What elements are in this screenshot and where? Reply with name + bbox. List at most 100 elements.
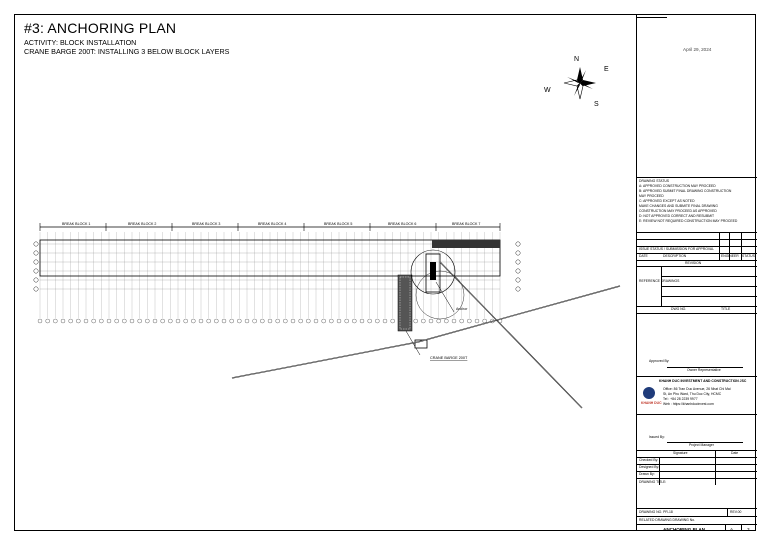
row-marker [33,250,39,256]
drawn-by-label: Drawn By: [639,472,655,476]
block-label-6: BREAK BLOCK 6 [388,222,416,226]
grid-column-marker [252,318,257,324]
grid-column-marker [482,318,487,324]
activity-subtitle: ACTIVITY: BLOCK INSTALLATION [24,38,137,47]
block-label-1: BREAK BLOCK 1 [62,222,90,226]
grid-column-marker [229,318,234,324]
grid-column-marker [275,318,280,324]
company-logo-text: KHANH DUC [641,401,662,405]
ref-grid-h2 [661,286,757,287]
rev-header-status: STATUS [742,254,755,258]
approved-sign-line [667,367,743,368]
sig-header-date: Date [731,451,739,455]
block-dimension-line: BREAK BLOCK 1 BREAK BLOCK 2 BREAK BLOCK … [39,222,501,231]
sheet-divider-v1 [725,524,726,531]
title-block-top-tick [637,17,667,18]
sheet-title: ANCHORING PLAN [663,527,706,532]
grid-column-marker [152,318,158,324]
company-tel: Tel : +84 28 2239 9977 [663,397,698,401]
related-drawing: RELATED DRAWING DRAWING No. [639,518,696,522]
grid-column-marker [382,318,388,324]
status-line-c: C: APPROVED EXCEPT AS NOTED [639,199,695,203]
company-divider-top [637,376,757,377]
drawing-number: DRAWING NO. PR-18 [639,510,673,514]
company-address-1: Office: 86 Tran Duc Avenue, 26 Nhat Chi … [663,387,731,391]
ref-grid-h3 [661,296,757,297]
block-layer-outline [39,239,501,277]
grid-column-marker [137,318,142,324]
rev-header-engineer: ENGINEER [721,254,739,258]
sheet-divider-v2 [741,524,742,531]
grid-column-marker [168,318,173,324]
dwgno-divider-v [727,508,728,516]
grid-column-marker [367,318,372,324]
grid-column-marker [206,318,211,324]
status-line-b2: MAY PROCEED [639,194,664,198]
block-label-7: BREAK BLOCK 7 [452,222,480,226]
grid-column-marker [37,318,43,324]
grid-column-marker [244,318,250,324]
grid-column-marker [344,318,349,324]
grid-column-marker [129,318,135,324]
reference-drawings-label: REFERENCE DRAWINGS [639,279,680,283]
row-marker [33,268,39,274]
company-name: KHANH DUC INVESTMENT AND CONSTRUCTION JS… [659,379,747,383]
row-marker [33,286,39,292]
grid-column-marker [260,318,265,324]
compass-s: S [594,101,599,108]
grid-column-marker [413,318,418,324]
drawing-sheet-border [14,14,756,531]
block-label-5: BREAK BLOCK 5 [324,222,352,226]
status-line-c3: CONSTRUCTION MAY PROCEED AS APPROVED [639,209,717,213]
block-label-4: BREAK BLOCK 4 [258,222,286,226]
grid-column-marker [114,318,119,324]
approved-by-label: Approved By: [649,359,670,363]
row-marker [515,277,521,283]
grid-column-marker [83,318,89,324]
grid-column-marker [313,318,319,324]
approved-role: Owner Representative [687,368,721,372]
grid-column-marker [359,318,365,324]
ref-grid-h1 [661,276,757,277]
grid-column-marker [390,318,395,324]
grid-column-marker [467,318,472,324]
grid-column-marker [175,318,181,324]
divider-status-top [637,177,757,178]
company-address-2: St, An Phu Ward, Thu Duc City, HCMC [663,392,722,396]
grid-column-marker [444,318,449,324]
row-markers [33,241,521,292]
rev-header-date: DATE [639,254,648,258]
sheet-size: A [730,527,734,532]
rev-grid-h2 [637,246,757,247]
sig-grid-h2 [637,464,757,465]
drawing-title-label: DRAWING TITLE: [639,480,667,484]
block-label-3: BREAK BLOCK 3 [192,222,220,226]
compass-n: N [574,56,579,63]
grid-column-marker [336,318,342,324]
grid-column-marker [298,318,303,324]
placed-block-strip [432,240,500,248]
grid-column-marker [45,318,50,324]
anchor-lines: Anchor [231,261,621,409]
ref-header-dwg: DWG NO. [671,307,687,311]
anchor-label: Anchor [456,307,468,311]
grid-column-marker [237,318,242,324]
grid-column-marker [290,318,296,324]
grid-column-marker [267,318,273,324]
compass-w: W [544,87,551,94]
grid-column-marker [306,318,311,324]
checked-by-label: Checked By: [639,458,659,462]
issued-by-label: Issued By: [649,435,665,439]
sheet-title-divider [637,524,757,525]
ref-header-title: TITLE [721,307,731,311]
rev-grid-h4 [637,260,757,261]
rev-grid-h3 [637,253,757,254]
grid-column-marker [329,318,334,324]
grid-column-marker [321,318,326,324]
page-title: #3: ANCHORING PLAN [24,20,177,36]
status-line-b: B: APPROVED SUBMIT FINAL DRAWING CONSTRU… [639,189,732,193]
drawing-status-title: DRAWING STATUS [639,179,670,183]
sig-grid-v2 [715,450,716,485]
grid-column-marker [375,318,380,324]
grid-column-marker [428,318,434,324]
